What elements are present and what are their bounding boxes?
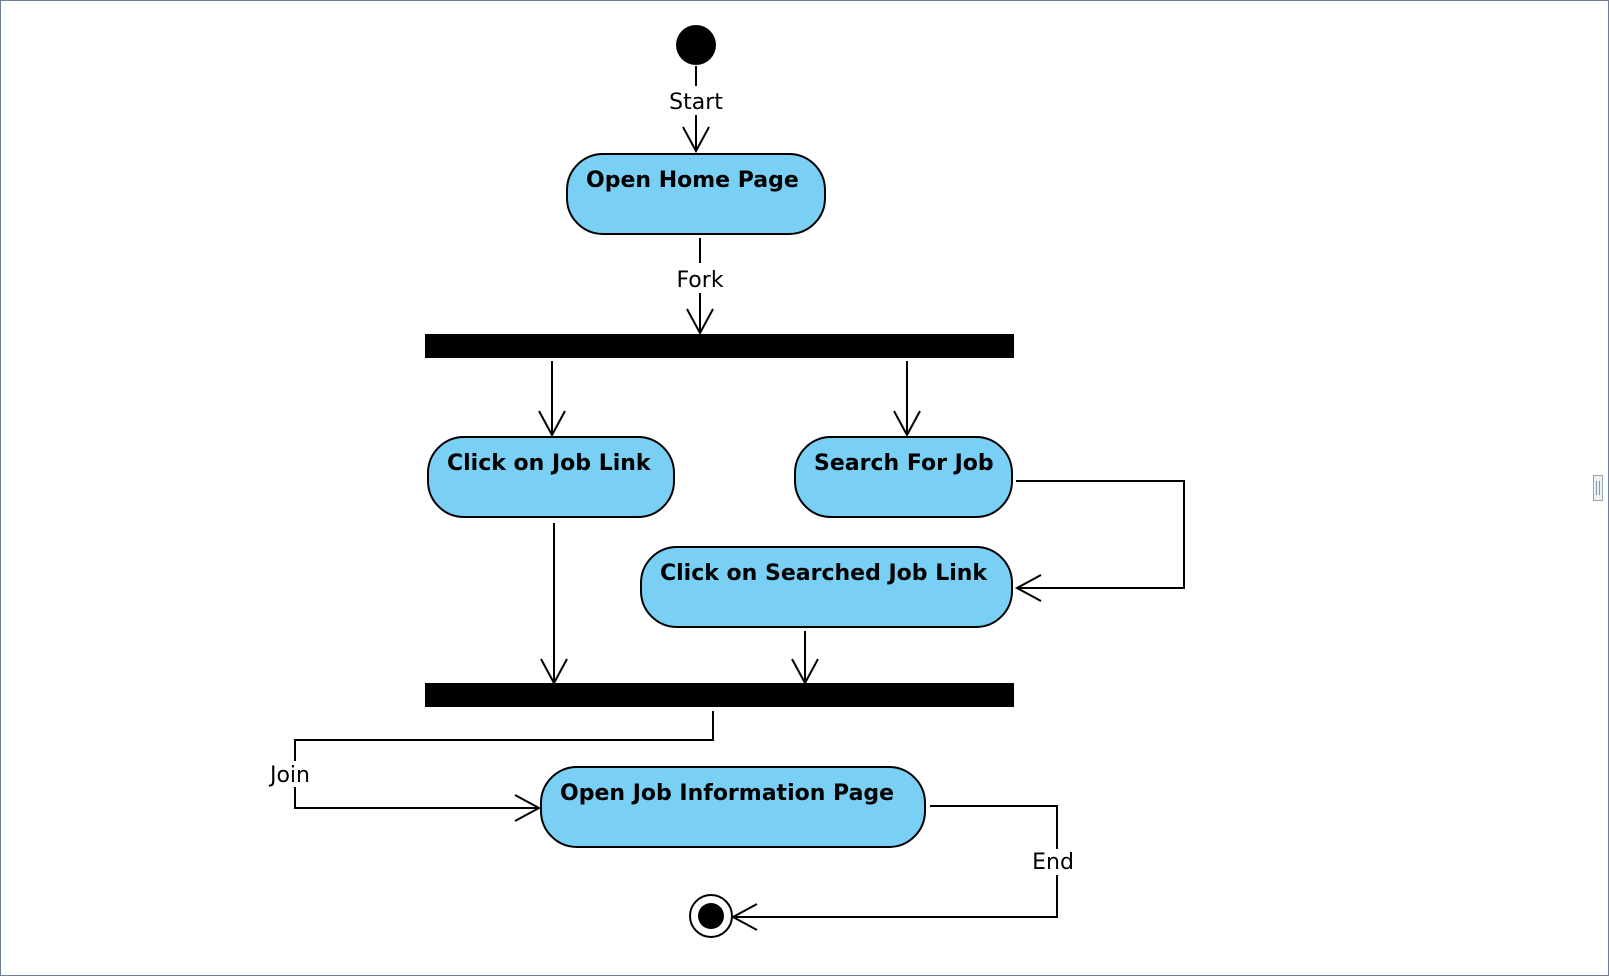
fork-bar[interactable] [425,334,1014,358]
activity-open-home-page[interactable]: Open Home Page [566,153,826,235]
edge-fork-to-click-job-link[interactable] [538,361,566,438]
activity-search-for-job[interactable]: Search For Job [794,436,1013,518]
edge-search-to-searched-link[interactable] [1014,480,1185,602]
edge-label-fork: Fork [676,268,723,293]
edge-fork[interactable]: Fork [676,238,724,336]
edge-click-job-link-to-join[interactable] [540,523,568,686]
edge-fork-to-search-job[interactable] [893,361,921,438]
activity-label: Open Home Page [586,168,799,193]
edge-end[interactable]: End [730,805,1074,931]
edge-label-start: Start [669,90,723,115]
initial-node[interactable] [676,25,716,65]
activity-click-searched-job-link[interactable]: Click on Searched Job Link [640,546,1013,628]
edge-join[interactable]: Join [268,711,714,822]
edge-label-end: End [1032,850,1074,875]
activity-click-job-link[interactable]: Click on Job Link [427,436,675,518]
activity-label: Search For Job [814,451,994,476]
edge-start[interactable]: Start [669,66,723,154]
edge-searched-link-to-join[interactable] [791,631,819,686]
activity-label: Click on Searched Job Link [660,561,988,586]
join-bar[interactable] [425,683,1014,707]
activity-open-job-info-page[interactable]: Open Job Information Page [540,766,926,848]
scrollbar-grip[interactable] [1593,475,1603,501]
edge-label-join: Join [268,763,310,788]
activity-label: Click on Job Link [447,451,652,476]
activity-label: Open Job Information Page [560,781,894,806]
final-node[interactable] [689,894,733,938]
